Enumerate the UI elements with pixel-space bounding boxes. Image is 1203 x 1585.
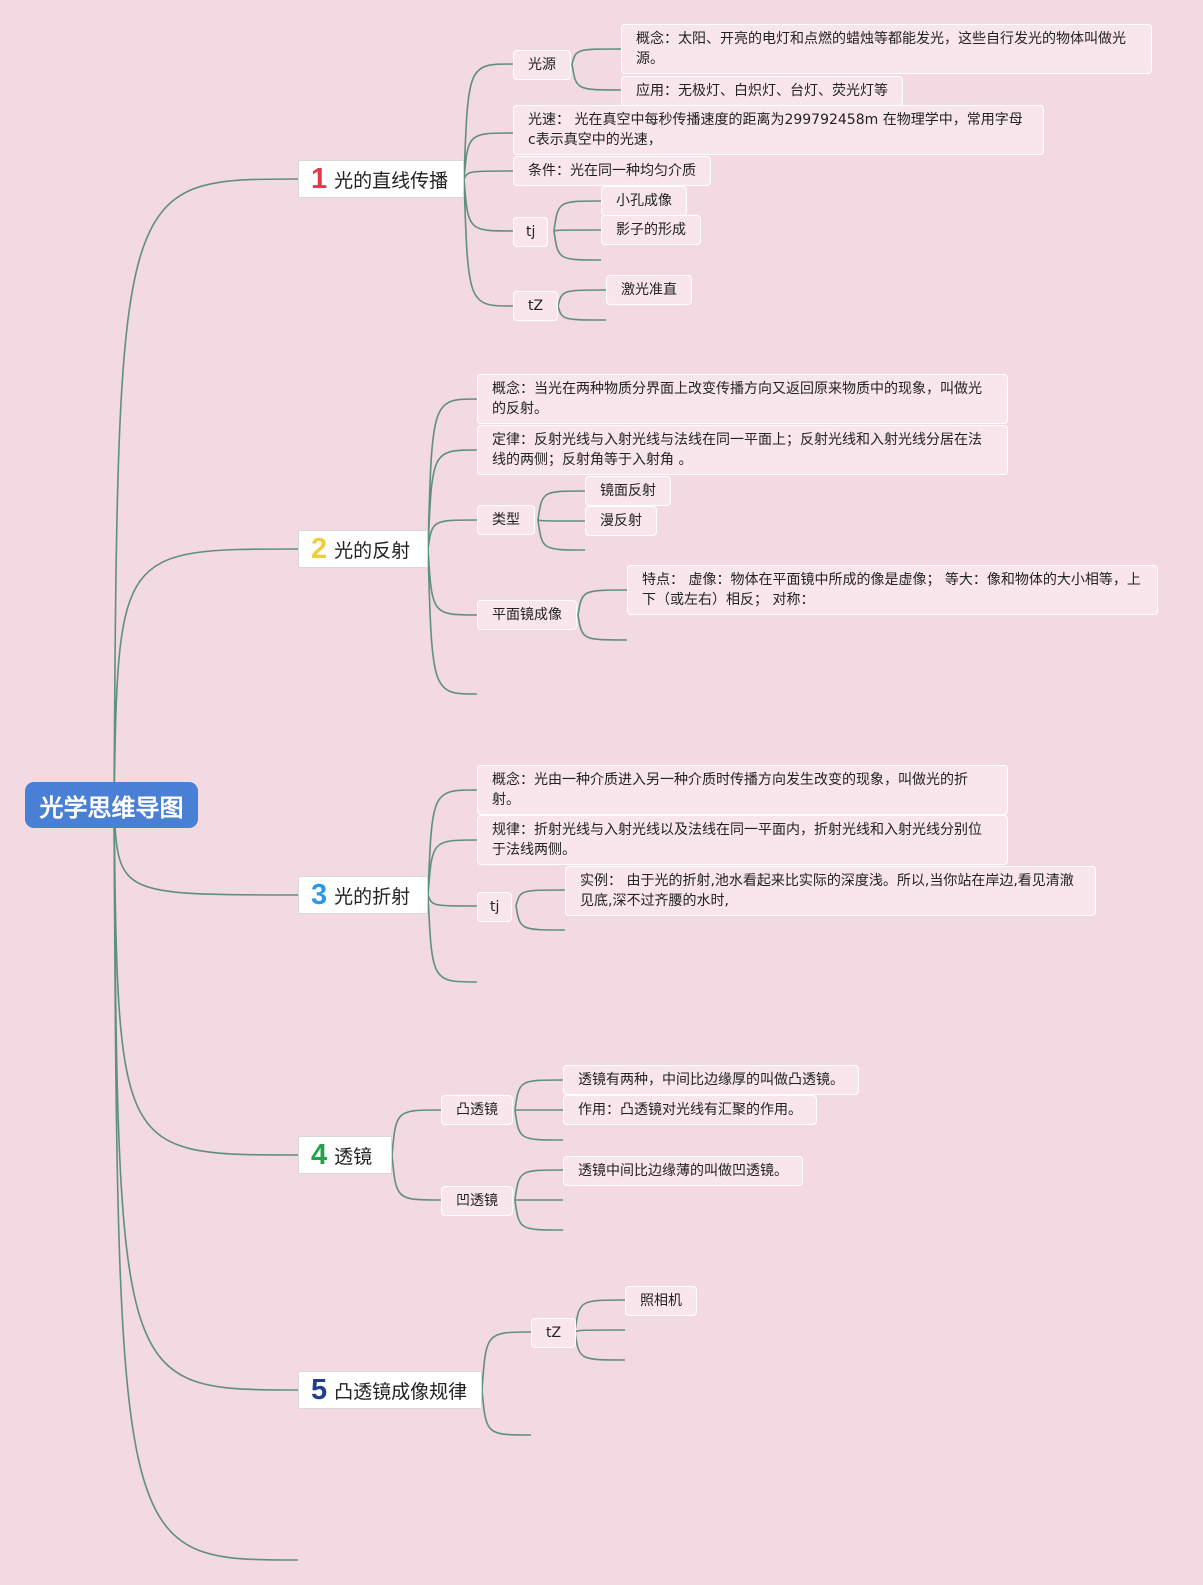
node-plane-mirror[interactable]: 平面镜成像 bbox=[477, 600, 577, 630]
branch-5-label: 凸透镜成像规律 bbox=[334, 1380, 468, 1403]
node-specular[interactable]: 镜面反射 bbox=[585, 476, 671, 506]
branch-1[interactable]: 1 光的直线传播 bbox=[298, 160, 464, 198]
connector-curve bbox=[113, 805, 299, 1156]
connector-curve bbox=[514, 1199, 564, 1231]
connector-curve bbox=[577, 589, 628, 616]
node-camera[interactable]: 照相机 bbox=[625, 1286, 697, 1316]
root-label: 光学思维导图 bbox=[39, 793, 184, 822]
connector-curve bbox=[113, 805, 299, 896]
branch-5[interactable]: 5 凸透镜成像规律 bbox=[298, 1371, 482, 1409]
connector-curve bbox=[463, 170, 514, 180]
connector-curve bbox=[537, 490, 586, 521]
connector-curve bbox=[427, 839, 478, 896]
connector-curve bbox=[113, 548, 299, 807]
connector-curve bbox=[427, 548, 478, 616]
node-reflection-law[interactable]: 定律：反射光线与入射光线与法线在同一平面上；反射光线和入射光线分居在法线的两侧；… bbox=[477, 425, 1008, 475]
branch-1-label: 光的直线传播 bbox=[334, 169, 449, 192]
branch-3-number: 3 bbox=[311, 878, 328, 911]
connector-curve bbox=[481, 1389, 532, 1436]
node-refraction-concept[interactable]: 概念：光由一种介质进入另一种介质时传播方向发生改变的现象，叫做光的折射。 bbox=[477, 765, 1008, 815]
node-b1-tj[interactable]: tj bbox=[513, 217, 549, 247]
connector-curve bbox=[113, 178, 299, 807]
connector-curve bbox=[391, 1154, 442, 1201]
node-b1-tz[interactable]: tZ bbox=[513, 291, 559, 321]
node-reflection-types[interactable]: 类型 bbox=[477, 505, 535, 535]
branch-2-number: 2 bbox=[311, 532, 328, 565]
connector-curve bbox=[481, 1331, 532, 1391]
connector-curve bbox=[427, 894, 478, 983]
node-light-speed[interactable]: 光速： 光在真空中每秒传播速度的距离为299792458m 在物理学中，常用字母… bbox=[513, 105, 1044, 155]
connector-curve bbox=[427, 548, 478, 695]
connector-curve bbox=[463, 132, 514, 180]
node-pinhole[interactable]: 小孔成像 bbox=[601, 186, 687, 216]
node-diffuse[interactable]: 漫反射 bbox=[585, 506, 657, 536]
node-reflection-concept[interactable]: 概念：当光在两种物质分界面上改变传播方向又返回原来物质中的现象，叫做光的反射。 bbox=[477, 374, 1008, 424]
connector-curve bbox=[574, 1331, 626, 1361]
node-convex-definition[interactable]: 透镜有两种，中间比边缘厚的叫做凸透镜。 bbox=[563, 1065, 859, 1095]
connector-curve bbox=[515, 905, 566, 931]
connector-curve bbox=[537, 519, 586, 551]
node-light-source-apply[interactable]: 应用：无极灯、白炽灯、台灯、荧光灯等 bbox=[621, 76, 903, 106]
node-concave-lens[interactable]: 凹透镜 bbox=[441, 1186, 513, 1216]
node-concave-definition[interactable]: 透镜中间比边缘薄的叫做凹透镜。 bbox=[563, 1156, 803, 1186]
connector-curve bbox=[427, 449, 478, 550]
connector-curve bbox=[553, 200, 602, 232]
connector-curve bbox=[514, 1109, 564, 1141]
connector-curve bbox=[571, 63, 622, 91]
branch-4-label: 透镜 bbox=[334, 1145, 373, 1168]
node-b3-tj[interactable]: tj bbox=[477, 892, 513, 922]
connector-curve bbox=[463, 63, 514, 180]
node-mirror-features[interactable]: 特点： 虚像：物体在平面镜中所成的像是虚像； 等大：像和物体的大小相等，上下（或… bbox=[627, 565, 1158, 615]
connector-curve bbox=[574, 1329, 626, 1333]
node-condition[interactable]: 条件：光在同一种均匀介质 bbox=[513, 156, 711, 186]
connector-curve bbox=[391, 1109, 442, 1156]
root-node[interactable]: 光学思维导图 bbox=[25, 782, 198, 828]
node-laser[interactable]: 激光准直 bbox=[606, 275, 692, 305]
connector-curve bbox=[427, 398, 478, 550]
connector-curve bbox=[427, 789, 478, 896]
branch-4-number: 4 bbox=[311, 1138, 328, 1171]
node-refraction-example[interactable]: 实例： 由于光的折射,池水看起来比实际的深度浅。所以,当你站在岸边,看见清澈见底… bbox=[565, 866, 1096, 916]
branch-2[interactable]: 2 光的反射 bbox=[298, 530, 428, 568]
branch-3[interactable]: 3 光的折射 bbox=[298, 876, 428, 914]
connector-curve bbox=[537, 519, 586, 522]
connector-curve bbox=[571, 48, 622, 65]
connector-curve bbox=[553, 229, 602, 232]
connector-curve bbox=[427, 894, 478, 907]
node-convex-use[interactable]: 作用：凸透镜对光线有汇聚的作用。 bbox=[563, 1095, 817, 1125]
branch-2-label: 光的反射 bbox=[334, 539, 411, 562]
node-light-source-concept[interactable]: 概念：太阳、开亮的电灯和点燃的蜡烛等都能发光，这些自行发光的物体叫做光源。 bbox=[621, 24, 1152, 74]
node-refraction-law[interactable]: 规律：折射光线与入射光线以及法线在同一平面内，折射光线和入射光线分别位于法线两侧… bbox=[477, 815, 1008, 865]
connector-curve bbox=[113, 805, 299, 1561]
connector-curve bbox=[557, 305, 607, 321]
connector-curve bbox=[463, 178, 514, 307]
connector-curve bbox=[515, 889, 566, 907]
branch-1-number: 1 bbox=[311, 162, 328, 195]
node-shadow[interactable]: 影子的形成 bbox=[601, 215, 701, 245]
branch-5-number: 5 bbox=[311, 1373, 328, 1406]
connector-curve bbox=[557, 289, 607, 307]
connector-curve bbox=[514, 1079, 564, 1111]
connector-curve bbox=[577, 614, 628, 641]
connector-curve bbox=[553, 230, 602, 261]
connector-curve bbox=[463, 178, 514, 232]
node-light-source[interactable]: 光源 bbox=[513, 50, 571, 80]
connector-curve bbox=[514, 1169, 564, 1201]
branch-3-label: 光的折射 bbox=[334, 885, 411, 908]
node-b5-tz[interactable]: tZ bbox=[531, 1318, 577, 1348]
connector-curve bbox=[427, 519, 478, 550]
connector-curve bbox=[574, 1299, 626, 1333]
branch-4[interactable]: 4 透镜 bbox=[298, 1136, 392, 1174]
node-convex-lens[interactable]: 凸透镜 bbox=[441, 1095, 513, 1125]
